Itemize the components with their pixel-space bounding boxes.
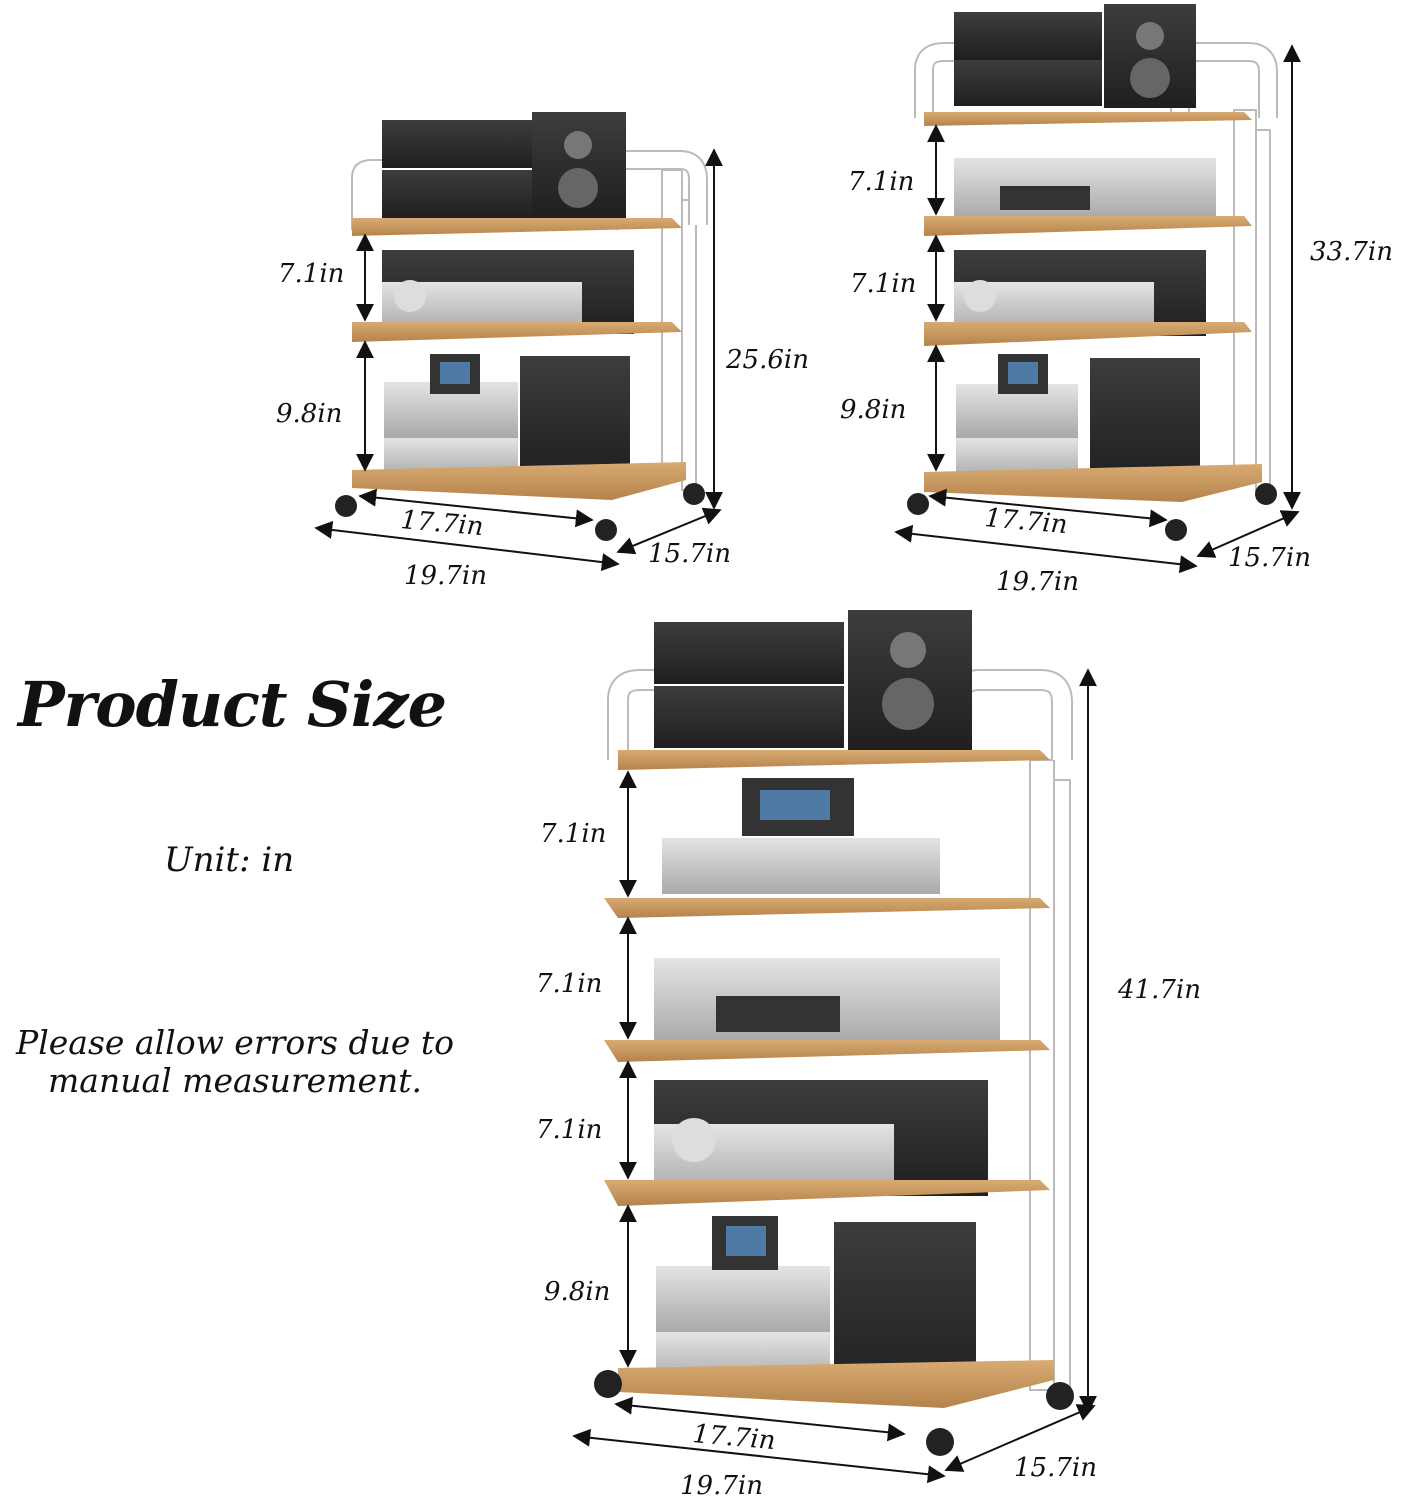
inner-width-label: 17.7in — [399, 505, 484, 542]
gap-label: 7.1in — [536, 969, 602, 999]
height-label: 41.7in — [1117, 975, 1201, 1005]
caster-wheel — [595, 519, 617, 541]
shelf — [352, 218, 682, 236]
gap-label: 7.1in — [848, 167, 914, 197]
depth-label: 15.7in — [648, 539, 731, 569]
gap-label: 7.1in — [278, 259, 344, 289]
rack-4-tier: 33.7in 7.1in 7.1in 9.8in 17.7in 19.7in 1… — [840, 4, 1393, 597]
height-label: 33.7in — [1310, 237, 1393, 267]
rack-3-tier: 25.6in 7.1in 9.8in 17.7in 19.7in 15.7in — [276, 112, 809, 591]
outer-width-label: 19.7in — [404, 561, 487, 591]
inner-width-label: 17.7in — [983, 503, 1068, 540]
note-line: manual measurement. — [47, 1061, 422, 1100]
outer-width-label: 19.7in — [680, 1471, 763, 1500]
speaker-device — [520, 356, 630, 480]
caster-wheel — [683, 483, 705, 505]
amplifier-device — [382, 120, 532, 168]
depth-label: 15.7in — [1228, 543, 1311, 573]
gap-label: 7.1in — [536, 1115, 602, 1145]
inner-width-label: 17.7in — [691, 1419, 776, 1456]
depth-label: 15.7in — [1014, 1453, 1097, 1483]
caster-wheel — [335, 495, 357, 517]
page-title: Product Size — [18, 668, 447, 741]
rack-5-tier: 41.7in 7.1in 7.1in 7.1in 9.8in 17.7in 19… — [536, 610, 1201, 1500]
gap-label: 9.8in — [840, 395, 906, 425]
measurement-note: Please allow errors due to manual measur… — [0, 1024, 470, 1100]
gap-label: 7.1in — [850, 269, 916, 299]
note-line: Please allow errors due to — [16, 1023, 454, 1062]
shelf — [352, 322, 682, 342]
gap-label: 9.8in — [544, 1277, 610, 1307]
gap-label: 7.1in — [540, 819, 606, 849]
height-label: 25.6in — [725, 345, 809, 375]
unit-label: Unit: in — [164, 840, 295, 880]
gap-label: 9.8in — [276, 399, 342, 429]
outer-width-label: 19.7in — [996, 567, 1079, 597]
